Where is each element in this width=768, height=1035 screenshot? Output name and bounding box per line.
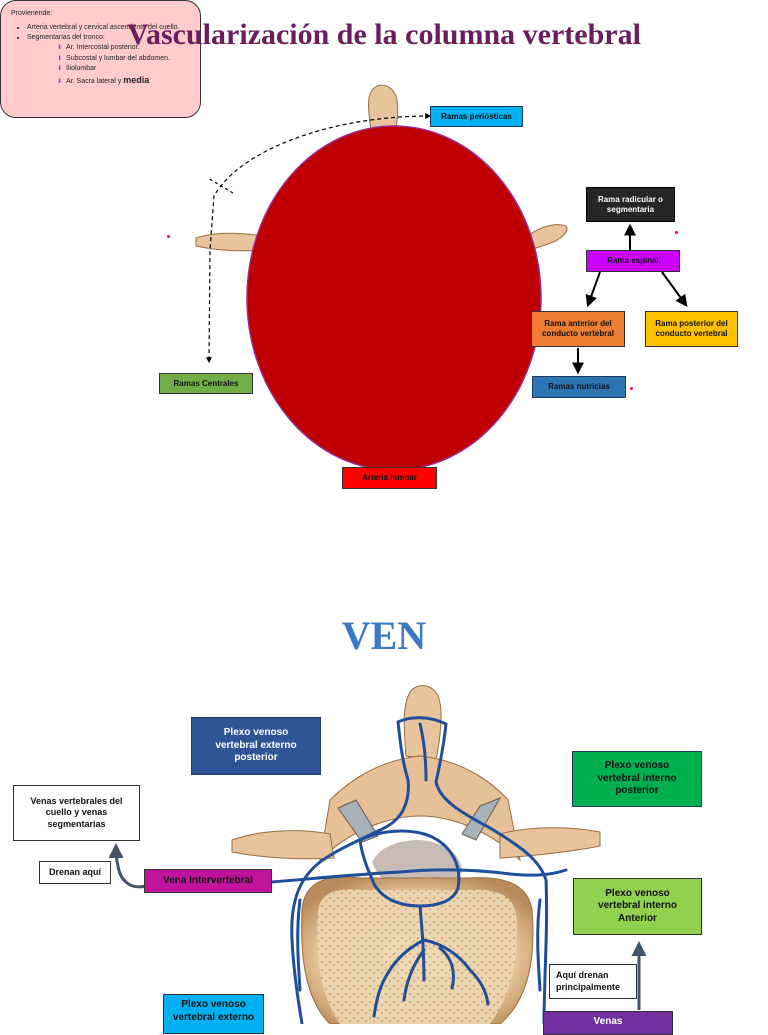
arterial-vertebra-illustration — [195, 84, 568, 471]
rama-anterior-box: Rama anterior del conducto vertebral — [531, 311, 625, 347]
rama-radicular-box: Rama radicular o segmentaria — [586, 187, 675, 222]
venous-vertebra-illustration — [231, 685, 601, 1024]
origin-heading: Provienende: — [11, 10, 53, 17]
list-item-label: Ar. Sacra lateral y — [66, 77, 122, 85]
ramas-periosticas-box: Ramas periósticas — [430, 106, 523, 127]
page-title: Vascularización de la columna vertebral — [127, 18, 641, 51]
marker-dot — [630, 387, 633, 390]
plexo-externo-anterior-box: Plexo venoso vertebral externo — [163, 994, 264, 1034]
list-item: Ar. Sacra lateral y media — [57, 74, 190, 87]
list-item: Iliolumbar — [57, 64, 190, 74]
origin-sublist: Ar. Intercostal posterior. Subcostal y l… — [27, 43, 190, 87]
list-item: Segmentarias del tronco: Ar. Intercostal… — [27, 33, 190, 87]
marker-dot — [675, 231, 678, 234]
origin-list: Arteria vertebral y cervical ascendente … — [11, 23, 190, 87]
ramas-nutricias-box: Ramas nutricias — [532, 376, 626, 398]
plexo-interno-anterior-box: Plexo venoso vertebral interno Anterior — [573, 878, 702, 935]
arterial-connectors — [206, 113, 688, 375]
list-item: Arteria vertebral y cervical ascendente … — [27, 23, 190, 33]
rama-espinal-box: Rama espinal — [586, 250, 680, 272]
venous-plexus-lines — [270, 716, 568, 1024]
list-item-bold: media — [123, 74, 150, 85]
vertebral-body-arterial — [246, 125, 542, 471]
section-title: VEN — [341, 613, 427, 658]
rama-posterior-box: Rama posterior del conducto vertebral — [645, 311, 738, 347]
aqui-drenan-box: Aquí drenan principalmente — [549, 964, 637, 999]
venas-box: Venas — [543, 1011, 673, 1035]
venas-cuello-box: Venas vertebrales del cuello y venas seg… — [13, 785, 140, 841]
list-item: Subcostal y lumbar del abdomen. — [57, 54, 190, 64]
venous-connectors — [108, 843, 647, 1010]
drenan-aqui-box: Drenan aquí — [39, 861, 111, 884]
list-item-label: Segmentarias del tronco: — [27, 34, 105, 42]
vena-intervertebral-box: Vena Intervertebral — [144, 869, 272, 893]
ramas-centrales-box: Ramas Centrales — [159, 373, 253, 394]
arteria-lumbar-box: Arteria lumbar — [342, 467, 437, 489]
plexo-interno-posterior-box: Plexo venoso vertebral interno posterior — [572, 751, 702, 807]
marker-dot — [167, 235, 170, 238]
list-item: Ar. Intercostal posterior. — [57, 43, 190, 53]
origin-note: Provienende: Arteria vertebral y cervica… — [0, 0, 201, 118]
plexo-externo-posterior-box: Plexo venoso vertebral externo posterior — [191, 717, 321, 775]
